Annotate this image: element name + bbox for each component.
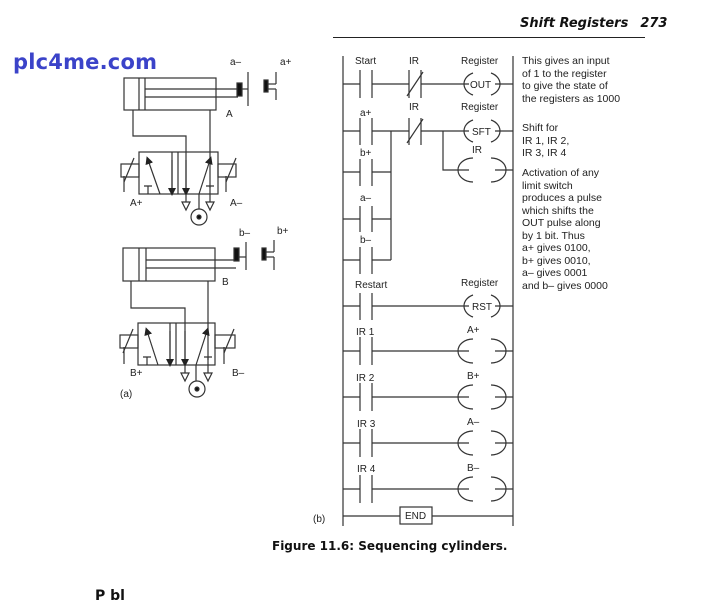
- label-b-plus-contact: b+: [360, 148, 372, 159]
- page-number: 273: [640, 16, 668, 31]
- figure-caption: Figure 11.6: Sequencing cylinders.: [272, 539, 507, 553]
- contact-b-minus: [343, 247, 391, 274]
- label-coil-b-plus: B+: [467, 371, 480, 382]
- end-label: END: [405, 511, 426, 522]
- running-head: Shift Registers 273: [520, 16, 667, 31]
- rung-6: [343, 429, 513, 457]
- pressure-source-b-icon: [188, 380, 206, 398]
- rung-3: [343, 293, 513, 320]
- cylinder-a-cam: [236, 82, 243, 97]
- cylinder-b-barrel: [122, 247, 216, 282]
- pipe-b-rear: [130, 281, 186, 360]
- running-head-title: Shift Registers: [520, 16, 629, 31]
- note-sft-rung: Shift for IR 1, IR 2, IR 3, IR 4: [522, 122, 570, 159]
- coil-out-text: OUT: [470, 80, 491, 91]
- cylinder-b-assembly: [119, 240, 275, 398]
- label-ir3: IR 3: [357, 419, 376, 430]
- label-coil-a-plus: A+: [467, 325, 480, 336]
- label-solenoid-b-minus: B–: [232, 368, 245, 379]
- coil-rst: [463, 294, 474, 318]
- label-coil-b-minus: B–: [467, 463, 480, 474]
- coil-out: [463, 72, 474, 96]
- exhaust-b-2-icon: [203, 365, 213, 383]
- coil-sft-text: SFT: [472, 127, 491, 138]
- label-a-minus: a–: [230, 57, 242, 68]
- contact-b-plus: [343, 159, 391, 186]
- label-register-rst: Register: [461, 278, 499, 289]
- label-b-minus-contact: b–: [360, 235, 372, 246]
- cylinder-a-assembly: [120, 72, 277, 226]
- solenoid-b-minus: [214, 328, 236, 364]
- next-heading-fragment: P bl: [95, 588, 125, 604]
- label-a-minus-contact: a–: [360, 193, 372, 204]
- coil-b-minus: [457, 476, 474, 502]
- label-solenoid-a-plus: A+: [130, 198, 143, 209]
- solenoid-b-plus: [119, 328, 139, 364]
- rung-end: [343, 506, 513, 525]
- coil-sft: [463, 119, 474, 143]
- rung-4: [343, 337, 513, 365]
- coil-ir: [457, 157, 474, 183]
- label-restart: Restart: [355, 280, 387, 291]
- exhaust-b-1-icon: [180, 365, 190, 383]
- label-cylinder-b: B: [222, 277, 229, 288]
- label-register-sft: Register: [461, 102, 499, 113]
- solenoid-a-minus: [217, 157, 237, 192]
- label-coil-a-minus: A–: [467, 417, 480, 428]
- label-ir4: IR 4: [357, 464, 376, 475]
- label-a-plus: a+: [280, 57, 292, 68]
- rung-2: [343, 118, 513, 274]
- caption-text: Sequencing cylinders.: [358, 539, 508, 553]
- coil-a-minus: [457, 430, 474, 456]
- rung-7: [343, 475, 513, 503]
- rung-5: [343, 383, 513, 411]
- label-ir2: IR 2: [356, 373, 375, 384]
- note-out-rung: This gives an input of 1 to the register…: [522, 55, 621, 105]
- label-b-plus: b+: [277, 226, 289, 237]
- coil-b-plus: [457, 384, 474, 410]
- note-limit-switch: Activation of any limit switch produces …: [522, 167, 608, 292]
- ladder-diagram: [342, 56, 514, 526]
- label-a-plus-contact: a+: [360, 108, 372, 119]
- exhaust-a-1-icon: [181, 194, 191, 212]
- coil-a-plus: [457, 338, 474, 364]
- watermark: plc4me.com: [13, 50, 158, 74]
- label-register-out: Register: [461, 56, 499, 67]
- cylinder-a-barrel: [123, 77, 217, 111]
- label-solenoid-a-minus: A–: [230, 198, 243, 209]
- contact-a-minus: [343, 206, 391, 232]
- label-start: Start: [355, 56, 376, 67]
- solenoid-a-plus: [120, 157, 140, 192]
- label-cylinder-a: A: [226, 109, 233, 120]
- cylinder-b-cam: [233, 247, 240, 262]
- label-ir1: IR 1: [356, 327, 375, 338]
- exhaust-a-2-icon: [205, 194, 215, 212]
- panel-label-b: (b): [313, 514, 325, 525]
- label-ir-2: IR: [409, 102, 419, 113]
- limit-switch-a-plus: [263, 72, 277, 100]
- coil-rst-text: RST: [472, 302, 492, 313]
- limit-switch-a-minus: [242, 72, 249, 106]
- label-ir-1: IR: [409, 56, 419, 67]
- rung-1: [343, 70, 513, 98]
- label-b-minus: b–: [239, 228, 251, 239]
- label-ir-coil: IR: [472, 145, 482, 156]
- label-solenoid-b-plus: B+: [130, 368, 143, 379]
- caption-number: Figure 11.6:: [272, 539, 355, 553]
- header-rule: [333, 37, 645, 38]
- limit-switch-b-minus: [239, 242, 247, 270]
- limit-switch-b-plus: [261, 240, 275, 270]
- pressure-source-a-icon: [190, 208, 208, 226]
- panel-label-a: (a): [120, 389, 132, 400]
